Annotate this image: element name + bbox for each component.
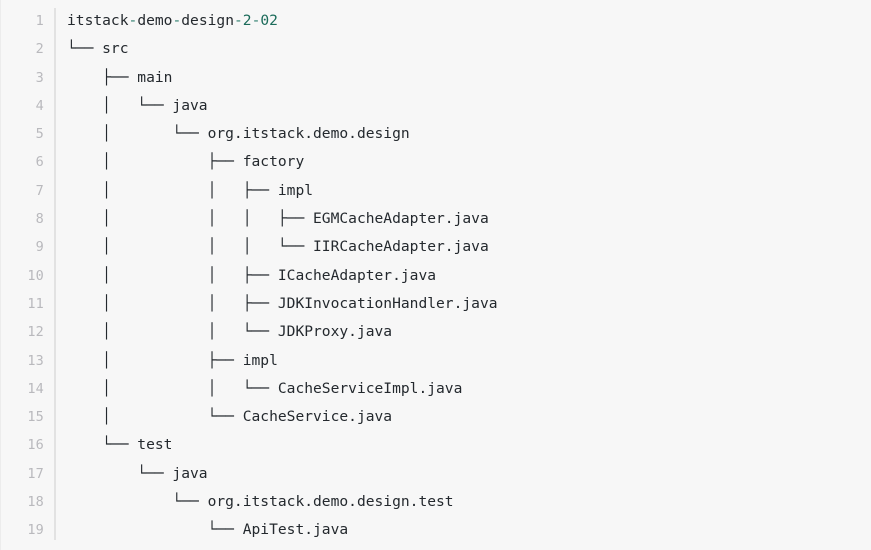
code-token-punct: - [172, 12, 182, 29]
code-token-punct: - [251, 12, 261, 29]
code-line: │ ├── factory [67, 148, 871, 176]
line-number: 12 [27, 324, 44, 341]
code-token-plain: itstack [67, 12, 129, 29]
code-token-plain: └── org.itstack.demo.design.test [67, 493, 454, 511]
line-number: 8 [35, 211, 44, 228]
gutter-divider [54, 8, 56, 540]
code-token-plain: └── ApiTest.java [67, 521, 349, 539]
code-token-plain: ├── main [67, 68, 173, 86]
code-line: └── java [67, 460, 871, 488]
code-line: │ ├── impl [67, 347, 871, 375]
line-number: 18 [27, 494, 44, 511]
line-number: 14 [27, 380, 44, 397]
line-number: 16 [27, 437, 44, 454]
code-token-plain: └── src [67, 40, 129, 58]
code-token-plain: │ └── CacheService.java [67, 408, 393, 426]
line-number: 17 [27, 465, 44, 482]
code-line: └── org.itstack.demo.design.test [67, 488, 871, 516]
line-number: 6 [35, 154, 44, 171]
code-token-punct: - [128, 12, 138, 29]
code-token-plain: │ └── org.itstack.demo.design [67, 125, 410, 143]
code-token-plain: │ ├── factory [67, 153, 305, 171]
code-token-plain: │ │ ├── impl [67, 181, 314, 199]
code-token-plain: │ │ ├── ICacheAdapter.java [67, 266, 437, 284]
line-number: 15 [27, 409, 44, 426]
code-line: │ └── CacheService.java [67, 403, 871, 431]
line-number: 5 [35, 126, 44, 143]
code-line: └── test [67, 431, 871, 459]
code-line: ├── main [67, 64, 871, 92]
code-token-punct: - [233, 12, 243, 29]
line-number: 3 [35, 69, 44, 86]
code-line: │ │ └── JDKProxy.java [67, 318, 871, 346]
code-token-plain: │ │ ├── JDKInvocationHandler.java [67, 294, 498, 312]
line-number: 4 [35, 97, 44, 114]
line-number: 1 [35, 13, 44, 29]
code-line: │ │ │ └── IIRCacheAdapter.java [67, 233, 871, 261]
code-line: │ └── java [67, 92, 871, 120]
code-token-plain: │ ├── impl [67, 351, 278, 369]
code-token-plain: │ │ │ └── IIRCacheAdapter.java [67, 238, 489, 256]
line-number: 7 [35, 182, 44, 199]
line-number: 13 [27, 352, 44, 369]
code-token-plain: │ │ └── JDKProxy.java [67, 323, 393, 341]
code-token-plain: │ │ │ ├── EGMCacheAdapter.java [67, 210, 489, 228]
code-line: │ │ ├── ICacheAdapter.java [67, 262, 871, 290]
line-number: 10 [27, 267, 44, 284]
line-number: 11 [27, 295, 44, 312]
code-line: itstack-demo-design-2-02 [67, 7, 871, 35]
code-token-plain: └── java [67, 464, 208, 482]
code-token-plain: │ │ └── CacheServiceImpl.java [67, 379, 463, 397]
code-line: └── ApiTest.java [67, 516, 871, 544]
code-line: │ │ ├── JDKInvocationHandler.java [67, 290, 871, 318]
code-content[interactable]: itstack-demo-design-2-02└── src ├── main… [56, 0, 871, 545]
code-line: └── src [67, 35, 871, 63]
code-token-plain: design [181, 12, 234, 29]
code-line: │ │ ├── impl [67, 177, 871, 205]
code-token-num: 2 [242, 12, 252, 29]
code-token-plain: └── test [67, 436, 173, 454]
code-line: │ └── org.itstack.demo.design [67, 120, 871, 148]
code-token-plain: demo [137, 12, 173, 29]
code-line-list: itstack-demo-design-2-02└── src ├── main… [67, 7, 871, 545]
code-line: │ │ └── CacheServiceImpl.java [67, 375, 871, 403]
code-token-num: 02 [260, 12, 278, 29]
line-number: 19 [27, 522, 44, 539]
line-number: 2 [35, 41, 44, 58]
code-token-plain: │ └── java [67, 96, 208, 114]
line-number: 9 [35, 239, 44, 256]
code-line: │ │ │ ├── EGMCacheAdapter.java [67, 205, 871, 233]
